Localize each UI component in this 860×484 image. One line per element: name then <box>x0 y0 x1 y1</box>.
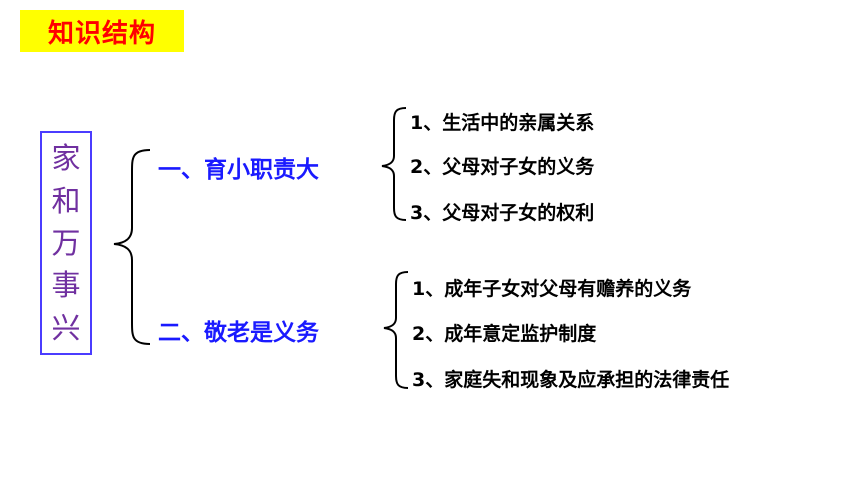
root-char: 家 <box>51 141 81 176</box>
branch-1-item: 2、父母对子女的义务 <box>410 156 595 178</box>
branch-2-item: 1、成年子女对父母有赡养的义务 <box>412 278 692 300</box>
branch-1-label: 一、育小职责大 <box>158 157 319 183</box>
section-title-box: 知识结构 <box>20 10 184 52</box>
branch-2-item: 3、家庭失和现象及应承担的法律责任 <box>412 369 730 391</box>
root-node: 家 和 万 事 兴 <box>40 131 92 355</box>
root-char: 万 <box>51 225 81 260</box>
branch-2-item: 2、成年意定监护制度 <box>412 323 597 345</box>
root-char: 和 <box>51 183 81 218</box>
branch-1-brace <box>381 107 407 221</box>
root-char: 事 <box>51 268 81 303</box>
branch-1-item: 3、父母对子女的权利 <box>410 202 595 224</box>
branch-2-brace <box>383 271 409 389</box>
section-title: 知识结构 <box>47 18 156 49</box>
root-brace <box>113 149 151 345</box>
branch-2-label: 二、敬老是义务 <box>158 320 319 346</box>
branch-1-item: 1、生活中的亲属关系 <box>410 112 595 134</box>
root-char: 兴 <box>51 310 81 345</box>
